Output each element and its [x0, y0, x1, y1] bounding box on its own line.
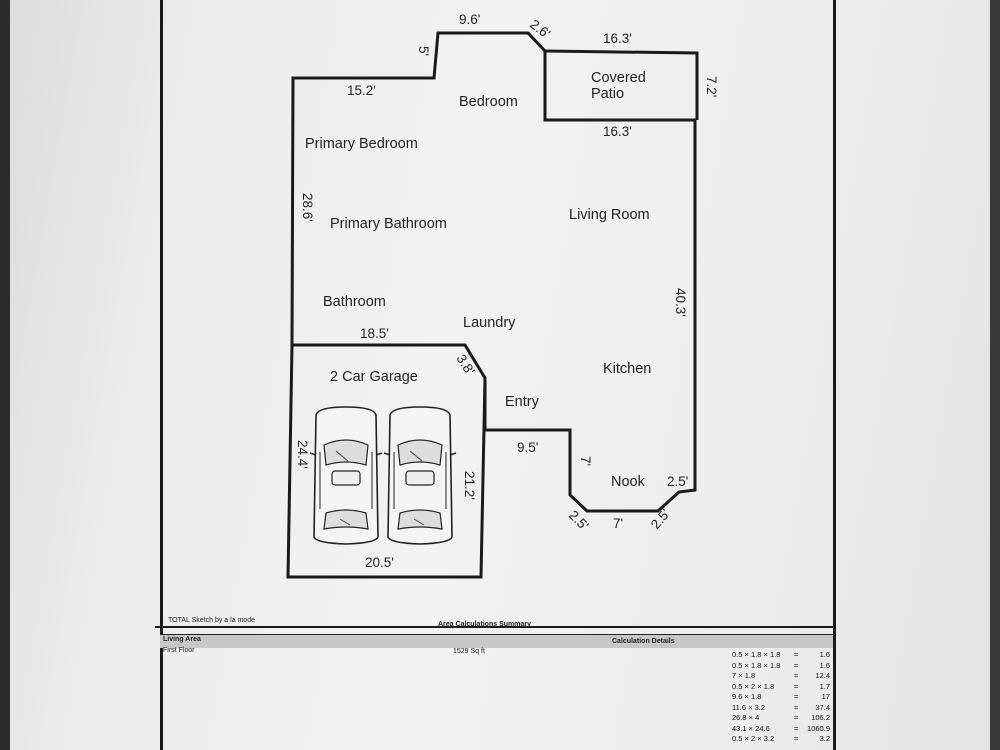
calc-result: 1.7 — [819, 681, 830, 691]
dim-entry: 9.5' — [517, 440, 538, 455]
calc-result: 1.6 — [819, 660, 830, 670]
first-floor-label: First Floor — [163, 647, 195, 654]
calculation-row: 43.1 × 24.6 = 1060.9 — [732, 724, 832, 735]
room-nook: Nook — [611, 474, 646, 490]
dim-nook-bottom: 7' — [613, 516, 623, 531]
calculation-details-header: Calculation Details — [612, 638, 675, 645]
calculation-row: 7 × 1.8 = 12.4 — [732, 671, 832, 682]
room-kitchen: Kitchen — [603, 361, 651, 377]
calc-equals: = — [794, 681, 799, 691]
summary-title: Area Calculations Summary — [438, 621, 531, 628]
calc-equals: = — [794, 671, 799, 680]
dim-left-top: 15.2' — [347, 83, 376, 98]
calculation-row: 0.5 × 1.8 × 1.8 = 1.6 — [732, 650, 832, 661]
room-laundry: Laundry — [463, 315, 516, 331]
calc-result: 17 — [821, 692, 830, 701]
dim-garage-diag: 3.8' — [453, 352, 477, 378]
calculation-list: 0.5 × 1.8 × 1.8=1.6 0.5 × 1.8 × 1.8=1.6 … — [732, 650, 832, 745]
living-area-header: Living Area — [163, 636, 201, 643]
calc-expression: 0.5 × 2 × 3.2 — [732, 734, 775, 743]
calc-result: 37.4 — [815, 702, 830, 712]
dim-nook-right: 2.5' — [667, 474, 688, 489]
calc-result: 12.4 — [815, 671, 830, 680]
dim-nook-vertical: 7' — [578, 456, 593, 466]
calc-result: 106.2 — [811, 713, 830, 722]
calc-equals: = — [794, 692, 799, 701]
room-covered-patio-line1: Covered — [591, 70, 646, 86]
car-icon — [383, 406, 457, 545]
footer-divider — [155, 626, 835, 628]
calculation-row: 0.5 × 2 × 3.2 = 3.2 — [732, 734, 832, 745]
calculation-row: 0.5 × 1.8 × 1.8 = 1.6 — [732, 661, 832, 672]
room-primary-bathroom: Primary Bathroom — [330, 216, 447, 232]
calc-result: 1060.9 — [807, 723, 830, 733]
dim-top: 9.6' — [459, 12, 480, 27]
room-living-room: Living Room — [569, 207, 650, 223]
border-line-right — [833, 0, 836, 750]
garage-outline — [286, 344, 487, 579]
dim-garage-bottom: 20.5' — [365, 555, 394, 570]
calc-expression: 0.5 × 1.8 × 1.8 — [732, 660, 781, 670]
dim-garage-left: 24.4' — [295, 440, 310, 469]
calc-expression: 11.6 × 3.2 — [732, 702, 766, 712]
calc-equals: = — [794, 723, 799, 733]
room-bathroom: Bathroom — [323, 294, 386, 310]
calc-expression: 0.5 × 2 × 1.8 — [732, 681, 775, 691]
patio-outline — [544, 49, 699, 120]
calculation-row: 26.8 × 4 = 106.2 — [732, 713, 832, 724]
room-primary-bedroom: Primary Bedroom — [305, 136, 418, 152]
calc-equals: = — [794, 702, 799, 712]
software-credit: TOTAL Sketch by a la mode — [168, 617, 256, 624]
calculation-row: 11.6 × 3.2 = 37.4 — [732, 703, 832, 714]
dim-right-7-2: 7.2' — [704, 76, 719, 97]
calc-equals: = — [794, 660, 799, 670]
calc-equals: = — [794, 650, 799, 659]
calc-expression: 26.8 × 4 — [732, 713, 760, 722]
calc-expression: 7 × 1.8 — [732, 671, 756, 680]
sqft-value: 1529 Sq ft — [453, 648, 485, 655]
calc-equals: = — [794, 713, 799, 722]
dim-patio-bottom: 16.3' — [603, 124, 632, 139]
dim-garage-right: 21.2' — [462, 471, 477, 500]
calc-result: 1.6 — [819, 650, 830, 659]
room-garage: 2 Car Garage — [330, 369, 418, 385]
calc-equals: = — [794, 734, 799, 743]
room-entry: Entry — [505, 394, 540, 410]
dim-left-5: 5' — [416, 46, 431, 56]
car-icon — [309, 406, 383, 545]
dim-right-side: 40.3' — [673, 288, 688, 317]
calculation-row: 0.5 × 2 × 1.8 = 1.7 — [732, 682, 832, 693]
summary-header-bar — [160, 634, 833, 648]
calc-expression: 43.1 × 24.6 — [732, 723, 770, 733]
room-bedroom: Bedroom — [459, 94, 518, 110]
background-edge — [0, 0, 10, 750]
calc-expression: 9.6 × 1.8 — [732, 692, 762, 701]
calculation-row: 9.6 × 1.8 = 17 — [732, 692, 832, 703]
dim-garage-top: 18.5' — [360, 326, 389, 341]
calc-result: 3.2 — [819, 734, 830, 743]
calc-expression: 0.5 × 1.8 × 1.8 — [732, 650, 781, 659]
room-covered-patio-line2: Patio — [591, 86, 624, 102]
dim-left-side: 28.6' — [300, 193, 315, 222]
background-edge — [990, 0, 1000, 750]
border-line-left — [160, 0, 163, 750]
dim-patio-top: 16.3' — [603, 31, 632, 46]
